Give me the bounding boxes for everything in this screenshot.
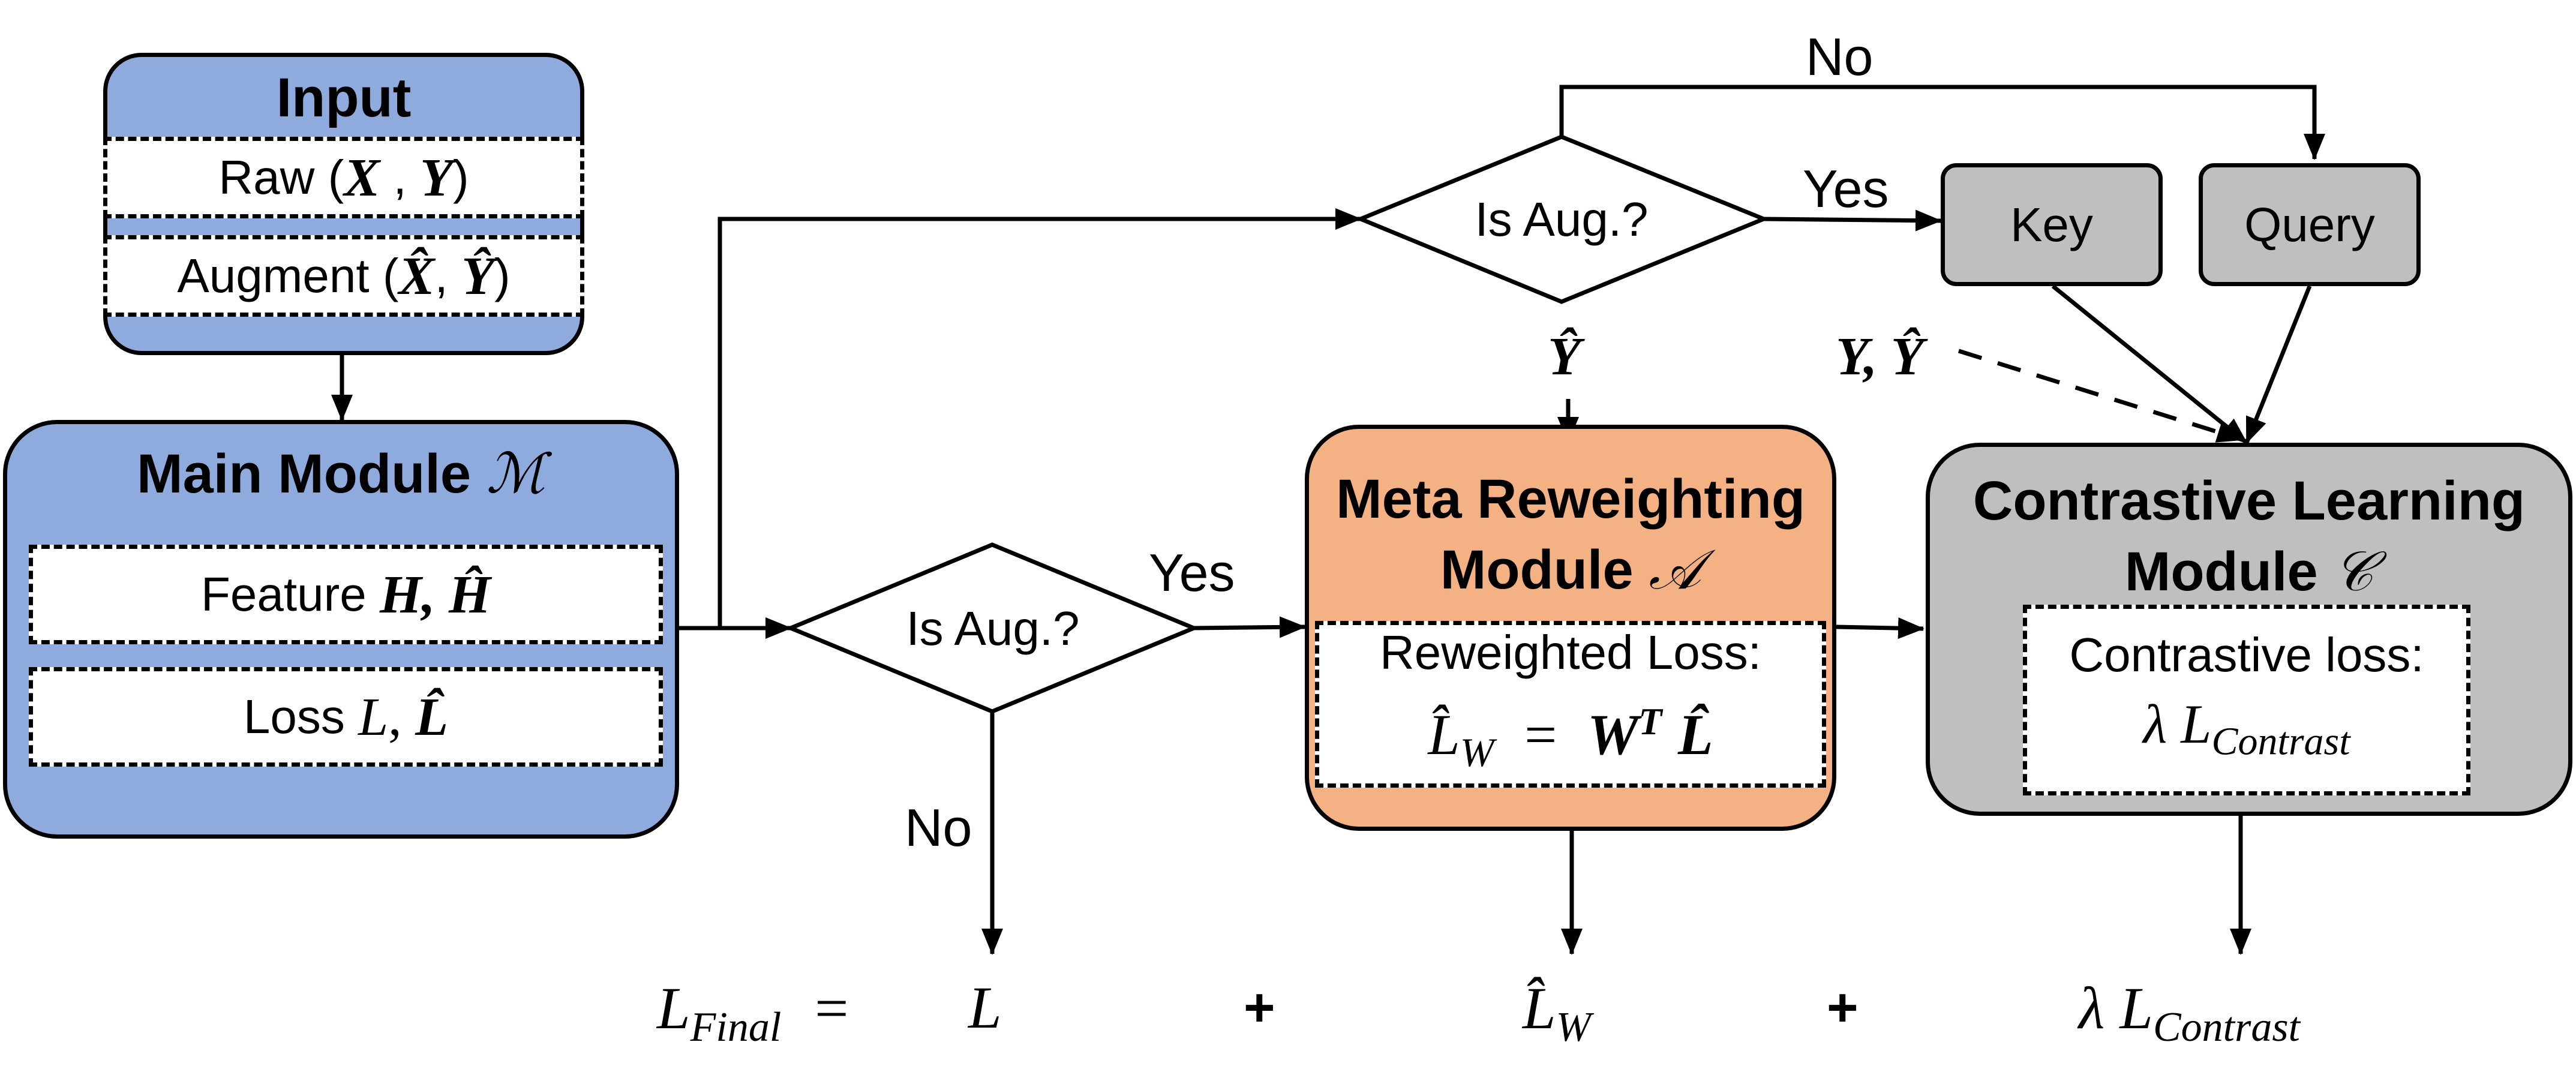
raw-x-var: X [344,148,380,208]
meta-loss-title: Reweighted Loss: [1380,626,1761,680]
raw-suffix: ) [452,151,469,204]
main-feature-field: Feature H, Ĥ [29,545,663,644]
y-yhat-label: Y, Ŷ [1836,327,1924,386]
decision-lower-diamond [785,542,1200,714]
formula-w: W [1587,702,1639,767]
final-term3: λ LContrast [2079,972,2300,1064]
final-plus1: + [1244,978,1275,1038]
main-module-symbol: ℳ [486,443,546,505]
meta-module-title-line2: Module 𝒜 [1305,537,1836,602]
final-term3-sub: Contrast [2152,1004,2301,1050]
arrow-query-to-contrastive [2244,285,2312,444]
main-module-title-text: Main Module [136,443,472,505]
formula-t: T [1638,700,1662,743]
final-term2-l: L̂ [1523,975,1556,1041]
aug-sep: , [434,249,461,302]
decision-lower-label: Is Aug.? [906,602,1080,655]
formula-lhs: L̂ [1428,702,1460,767]
aug-y-var: Ŷ [461,246,494,306]
raw-sep: , [380,151,420,204]
aug-x-var: X̂ [398,246,435,306]
meta-loss-field: Reweighted Loss: L̂W = WT L̂ [1315,621,1826,788]
input-raw-field: Raw ( X , Y ) [103,137,584,218]
meta-loss-formula: L̂W = WT L̂ [1428,686,1713,788]
final-lhs-sub: Final [690,1004,782,1050]
arrow-key-to-contrastive [2051,284,2248,445]
arrow-upper-yes-to-key [1763,209,1942,232]
final-plus2: + [1827,978,1859,1038]
contrastive-module-title-line1: Contrastive Learning [1972,470,2526,532]
loss-lhat-var: L̂ [415,687,449,747]
contrastive-sub: Contrast [2211,719,2350,764]
formula-lhs-sub: W [1460,729,1494,776]
raw-prefix: Raw ( [218,151,344,204]
contrastive-module-symbol: 𝒞 [2333,541,2374,602]
contrastive-loss-field: Contrastive loss: λ LContrast [2023,605,2470,795]
loss-l-var: L [358,687,389,747]
decision-upper-diamond [1355,134,1770,304]
contrastive-module-title-line2-text: Module [2124,541,2318,602]
arrow-meta-to-contrastive [1836,617,1925,639]
final-term1: L [968,974,1002,1041]
formula-l: L̂ [1678,702,1713,767]
query-node: Query [2199,163,2421,286]
main-loss-field: Loss L , L̂ [29,667,663,767]
decision-lower-yes-label: Yes [1149,543,1235,602]
feature-vars: H, Ĥ [379,564,491,624]
decision-upper-no-label: No [1806,27,1874,86]
final-term2-sub: W [1556,1004,1591,1050]
aug-prefix: Augment ( [177,249,399,302]
input-title: Input [276,67,412,128]
contrastive-loss-formula: λ LContrast [2143,688,2350,777]
decision-lower-no-label: No [905,798,972,857]
raw-y-var: Y [420,148,453,208]
final-term3-l: L [2119,975,2153,1041]
loss-sep: , [388,687,416,747]
input-augment-field: Augment ( X̂ , Ŷ ) [103,235,584,317]
aug-suffix: ) [494,249,511,302]
decision-upper-yes-label: Yes [1803,159,1889,218]
arrow-upper-no-to-query [1559,85,2325,160]
arrow-lower-yes-to-meta [1193,616,1306,638]
contrastive-l: L [2181,693,2212,755]
y-hat-label: Ŷ [1548,327,1581,386]
arrow-main-to-upper-decision [717,208,1362,628]
meta-module-title-line2-text: Module [1440,539,1634,600]
final-term3-lambda: λ [2079,975,2120,1041]
formula-eq: = [1510,702,1572,767]
contrastive-module-title-line2: Module 𝒞 [1926,539,2572,605]
loss-prefix: Loss [243,690,359,743]
key-node: Key [1941,163,2163,286]
contrastive-lambda: λ [2143,693,2181,755]
arrow-y-yhat-dashed [1957,349,2244,443]
contrastive-loss-title: Contrastive loss: [2069,628,2424,682]
main-module-title: Main Module ℳ [3,438,679,510]
meta-module-title-line1: Meta Reweighting [1335,469,1806,530]
final-term2: L̂W [1523,972,1591,1064]
final-lhs-l: L [657,975,690,1041]
decision-upper-label: Is Aug.? [1475,193,1649,246]
feature-prefix: Feature [201,567,380,621]
meta-module-symbol: 𝒜 [1649,539,1701,600]
final-eq: = [815,975,849,1041]
final-lhs: LFinal = [657,972,848,1064]
